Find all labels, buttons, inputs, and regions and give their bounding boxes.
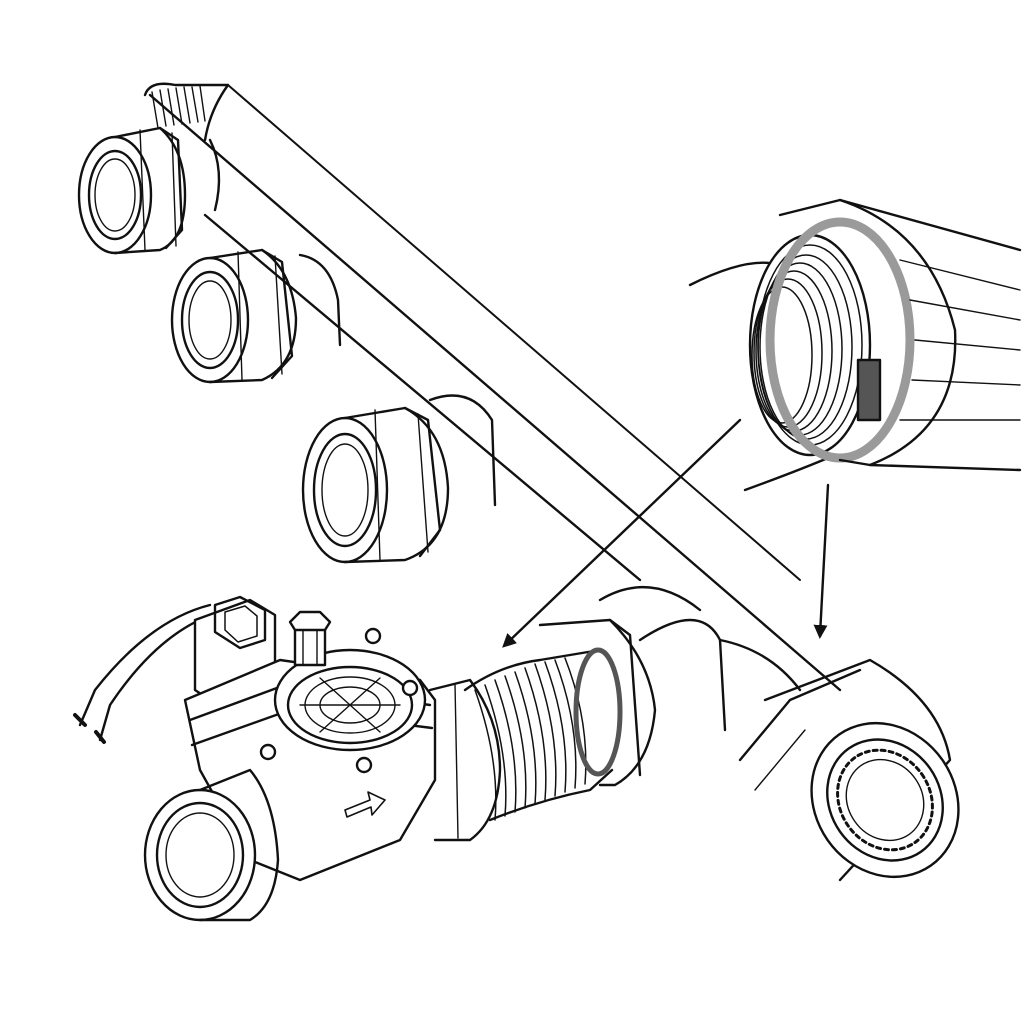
outlet-union-3 [301, 406, 450, 564]
outlet-union-2 [170, 248, 298, 384]
leader-arrows [502, 418, 830, 648]
solenoid-valve [73, 595, 502, 922]
inlet-union [718, 638, 960, 882]
thread-detail-callout [688, 198, 1022, 492]
outlet-union-1 [77, 126, 187, 255]
flex-hose [463, 618, 727, 822]
manifold-pipe [143, 82, 842, 692]
